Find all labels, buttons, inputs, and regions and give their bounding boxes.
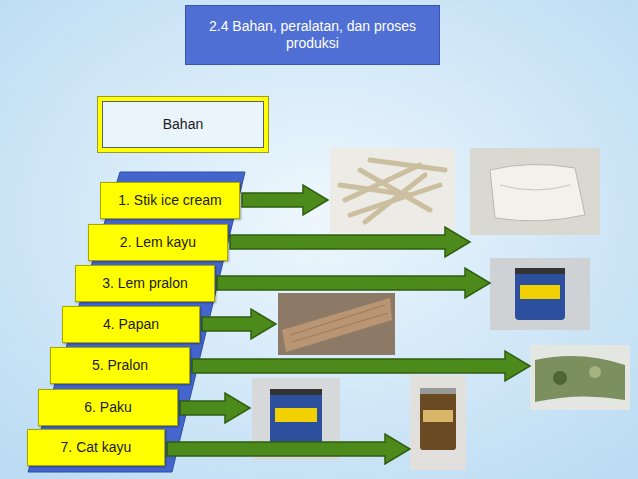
material-box: 3. Lem pralon (75, 265, 215, 302)
node-label: 7. Cat kayu (61, 439, 132, 457)
node-label: 6. Paku (84, 399, 131, 417)
photo-glue-can (490, 258, 590, 330)
material-box: 7. Cat kayu (27, 429, 165, 466)
node-label: 4. Papan (103, 316, 159, 334)
node-label: Bahan (163, 116, 203, 134)
node-label: 3. Lem pralon (102, 275, 188, 293)
photo-paint-can (410, 375, 466, 470)
slide-title: 2.4 Bahan, peralatan, dan proses produks… (196, 18, 429, 53)
material-box: 1. Stik ice cream (100, 182, 240, 219)
photo-pipe (530, 345, 630, 410)
material-box: 4. Papan (62, 306, 200, 343)
photo-cloth (470, 148, 600, 235)
material-box: 6. Paku (38, 389, 178, 426)
title-box: 2.4 Bahan, peralatan, dan proses produks… (185, 5, 440, 65)
node-label: 2. Lem kayu (120, 234, 196, 252)
heading-box: Bahan (98, 97, 268, 152)
material-box: 5. Pralon (50, 347, 190, 384)
material-box: 2. Lem kayu (88, 224, 228, 261)
node-label: 1. Stik ice cream (118, 192, 221, 210)
node-label: 5. Pralon (92, 357, 148, 375)
photo-sticks (330, 148, 455, 233)
photo-board (278, 293, 395, 355)
